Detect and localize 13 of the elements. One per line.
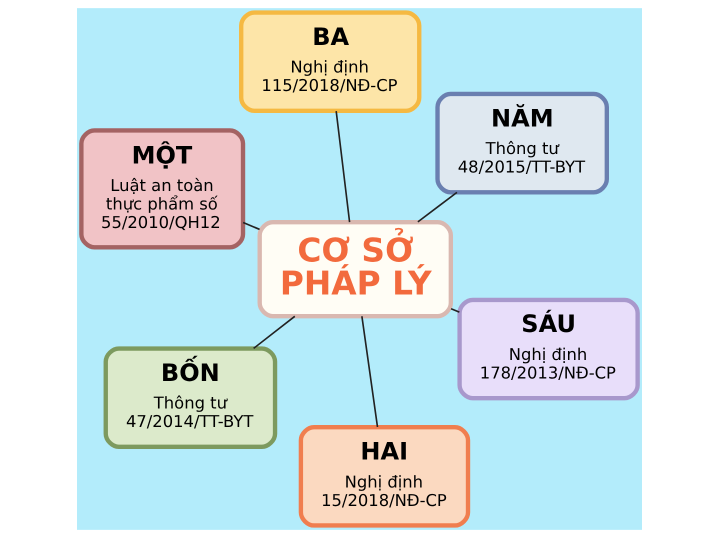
node-box: BA Nghị định 115/2018/NĐ-CP	[239, 10, 422, 113]
node-box: HAI Nghị định 15/2018/NĐ-CP	[298, 425, 470, 528]
node-box: BỐN Thông tư 47/2014/TT-BYT	[104, 346, 278, 449]
node-box: CƠ SỞ PHÁP LÝ	[258, 220, 454, 318]
node-box: SÁU Nghị định 178/2013/NĐ-CP	[457, 298, 640, 400]
node-box: NĂM Thông tư 48/2015/TT-BYT	[435, 92, 609, 194]
node-box: MỘT Luật an toàn thực phẩm số 55/2010/QH12	[79, 128, 246, 250]
connector	[335, 111, 350, 222]
connector	[450, 308, 460, 313]
connector	[242, 222, 260, 230]
connector	[253, 316, 296, 350]
connector	[361, 316, 378, 428]
connector	[417, 192, 458, 223]
